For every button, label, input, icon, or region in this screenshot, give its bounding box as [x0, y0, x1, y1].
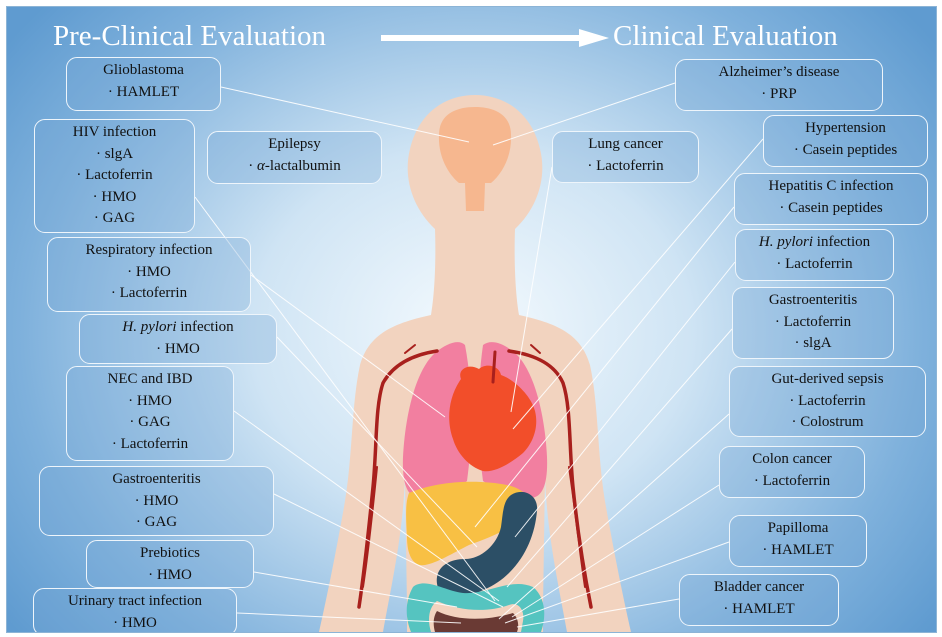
agent-item: · GAG [35, 208, 194, 230]
box-gastroenteritis-clinical: Gastroenteritis · Lactoferrin · slgA [732, 287, 894, 359]
box-gastroenteritis-preclinical: Gastroenteritis · HMO · GAG [39, 466, 274, 536]
agent-item: · Lactoferrin [48, 283, 250, 305]
box-gut-derived-sepsis: Gut-derived sepsis · Lactoferrin · Colos… [729, 366, 926, 437]
pre-clinical-title: Pre-Clinical Evaluation [53, 19, 326, 53]
box-respiratory-infection: Respiratory infection · HMO · Lactoferri… [47, 237, 251, 312]
agent-item: · Lactoferrin [736, 254, 893, 276]
agent-item: · HMO [35, 187, 194, 209]
condition-italic: H. pylori [759, 234, 813, 250]
agent-item: · GAG [67, 412, 233, 434]
condition-label: Alzheimer’s disease [676, 62, 882, 84]
box-hpylori-clinical: H. pylori infection · Lactoferrin [735, 229, 894, 281]
agent-item: · Colostrum [730, 412, 925, 434]
box-nec-ibd: NEC and IBD · HMO · GAG · Lactoferrin [66, 366, 234, 461]
agent-item: · slgA [733, 333, 893, 355]
agent-item: · slgA [35, 144, 194, 166]
agent-item: · HMO [67, 391, 233, 413]
box-hepatitis-c-infection: Hepatitis C infection · Casein peptides [734, 173, 928, 225]
agent-item: · Lactoferrin [35, 165, 194, 187]
condition-label: Hypertension [764, 118, 927, 140]
condition-label: HIV infection [35, 122, 194, 144]
agent-bullet: · [248, 158, 257, 174]
agent-item: · Lactoferrin [553, 156, 698, 178]
figure-panel: Pre-Clinical Evaluation Clinical Evaluat… [6, 6, 937, 633]
condition-label: Gut-derived sepsis [730, 369, 925, 391]
agent-item: · HAMLET [680, 599, 838, 621]
agent-item: · GAG [40, 512, 273, 534]
agent-item: · HAMLET [67, 82, 220, 104]
agent-item: · HMO [48, 262, 250, 284]
box-epilepsy: Epilepsy · α-lactalbumin [207, 131, 382, 184]
agent-item: · HAMLET [730, 540, 866, 562]
condition-label: Papilloma [730, 518, 866, 540]
condition-label: Glioblastoma [67, 60, 220, 82]
box-glioblastoma: Glioblastoma · HAMLET [66, 57, 221, 111]
agent-item: · HMO [80, 339, 276, 361]
box-lung-cancer: Lung cancer · Lactoferrin [552, 131, 699, 183]
agent-item: · PRP [676, 84, 882, 106]
agent-item: · HMO [34, 613, 236, 634]
box-papilloma: Papilloma · HAMLET [729, 515, 867, 567]
box-hiv-infection: HIV infection · slgA · Lactoferrin · HMO… [34, 119, 195, 233]
condition-label: Colon cancer [720, 449, 864, 471]
condition-label: Epilepsy [208, 134, 381, 156]
condition-label: Gastroenteritis [40, 469, 273, 491]
condition-italic: H. pylori [122, 319, 176, 335]
condition-label: H. pylori infection [736, 232, 893, 254]
condition-label: Lung cancer [553, 134, 698, 156]
agent-item: · Lactoferrin [720, 471, 864, 493]
box-colon-cancer: Colon cancer · Lactoferrin [719, 446, 865, 498]
box-alzheimers-disease: Alzheimer’s disease · PRP [675, 59, 883, 111]
condition-label: Respiratory infection [48, 240, 250, 262]
agent-item: · Casein peptides [764, 140, 927, 162]
agent-name: -lactalbumin [265, 158, 341, 174]
condition-label: Prebiotics [87, 543, 253, 565]
box-prebiotics: Prebiotics · HMO [86, 540, 254, 588]
condition-label: H. pylori infection [80, 317, 276, 339]
condition-label: Hepatitis C infection [735, 176, 927, 198]
box-hpylori-preclinical: H. pylori infection · HMO [79, 314, 277, 364]
clinical-title: Clinical Evaluation [613, 19, 838, 53]
agent-item: · Casein peptides [735, 198, 927, 220]
agent-item: · α-lactalbumin [208, 156, 381, 178]
condition-suffix: infection [813, 234, 870, 250]
condition-label: Bladder cancer [680, 577, 838, 599]
box-urinary-tract-infection: Urinary tract infection · HMO [33, 588, 237, 633]
agent-greek: α [257, 158, 265, 174]
arrow-right-icon [381, 29, 609, 47]
agent-item: · Lactoferrin [67, 434, 233, 456]
box-bladder-cancer: Bladder cancer · HAMLET [679, 574, 839, 626]
agent-item: · HMO [87, 565, 253, 587]
condition-label: Urinary tract infection [34, 591, 236, 613]
agent-item: · Lactoferrin [733, 312, 893, 334]
box-hypertension: Hypertension · Casein peptides [763, 115, 928, 167]
condition-suffix: infection [177, 319, 234, 335]
condition-label: NEC and IBD [67, 369, 233, 391]
agent-item: · Lactoferrin [730, 391, 925, 413]
agent-item: · HMO [40, 491, 273, 513]
condition-label: Gastroenteritis [733, 290, 893, 312]
